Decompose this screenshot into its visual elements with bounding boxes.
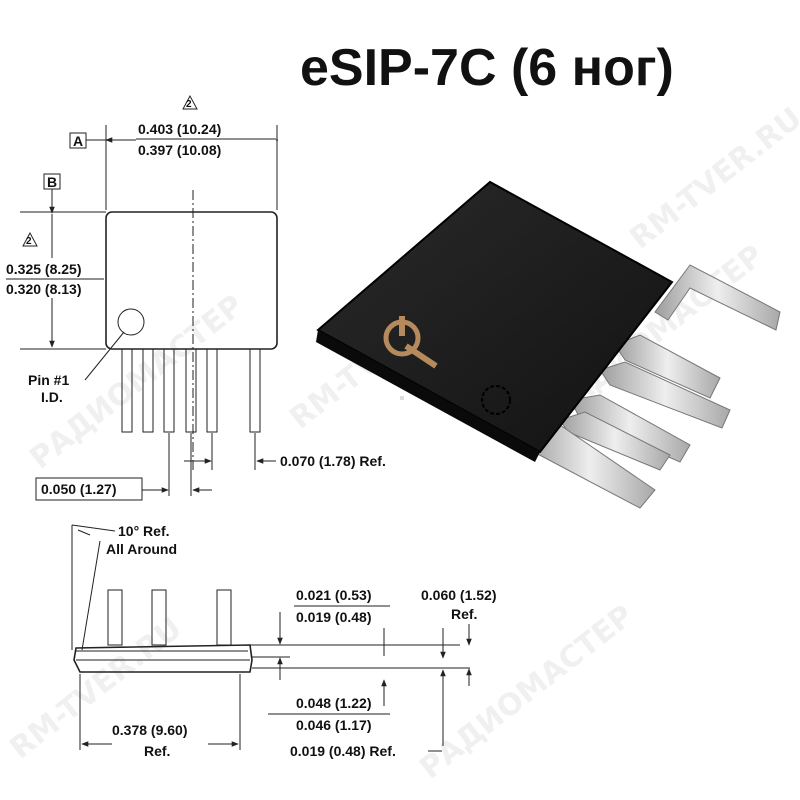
pitch-box <box>35 477 143 501</box>
pin1-label: I.D. <box>41 389 63 405</box>
pin1-dimple-3d <box>481 385 511 415</box>
pin1-label: Pin #1 <box>28 372 69 388</box>
height-ref: Ref. <box>451 606 477 622</box>
note-marker-label: 2 <box>26 236 32 247</box>
angle-leader <box>71 524 116 532</box>
lead-3d <box>614 334 721 399</box>
watermark-text: RM-TVER.RU <box>623 101 800 256</box>
package-photo <box>316 180 781 509</box>
gap-value: 0.070 (1.78) Ref. <box>280 453 386 469</box>
length-value: 0.378 (9.60) <box>112 722 188 738</box>
length-value: Ref. <box>144 743 170 759</box>
body-t-min: 0.046 (1.17) <box>296 717 372 733</box>
height-ref: 0.060 (1.52) <box>421 587 497 603</box>
page-title: eSIP-7C (6 ног) <box>300 39 674 97</box>
pin1-leader <box>84 331 125 381</box>
package-side-3d <box>316 330 540 462</box>
angle-leader <box>81 540 101 651</box>
pitch-value: 0.050 (1.27) <box>41 481 117 497</box>
datum-b-label: B <box>47 174 57 190</box>
pins <box>121 348 261 433</box>
body-t-max: 0.048 (1.22) <box>296 695 372 711</box>
marking-dot <box>400 396 404 400</box>
lead-3d <box>654 264 781 331</box>
lead-w-min: 0.019 (0.48) <box>296 609 372 625</box>
angle-note: All Around <box>106 541 177 557</box>
datum-a-label: A <box>73 133 83 149</box>
angle-note: 10° Ref. <box>118 523 170 539</box>
power-logo-icon <box>383 316 438 369</box>
side-view: 10° Ref. All Around 0.021 (0.53) 0.019 (… <box>71 523 497 759</box>
note-marker-label: 2 <box>186 99 192 110</box>
lead-t: 0.019 (0.48) Ref. <box>290 743 396 759</box>
note-marker <box>182 94 198 110</box>
angle-arc <box>77 529 91 536</box>
height-min: 0.320 (8.13) <box>6 281 82 297</box>
lead-w-max: 0.021 (0.53) <box>296 587 372 603</box>
width-min: 0.397 (10.08) <box>138 142 221 158</box>
note-marker <box>22 231 38 247</box>
top-view: A 2 0.403 (10.24) 0.397 (10.08) B 2 0.32… <box>6 94 386 501</box>
lead-3d <box>599 361 731 429</box>
watermark-text: РАДИОМАСТЕР <box>413 598 640 786</box>
width-max: 0.403 (10.24) <box>138 121 221 137</box>
pin1-indicator <box>117 308 145 336</box>
height-max: 0.325 (8.25) <box>6 261 82 277</box>
